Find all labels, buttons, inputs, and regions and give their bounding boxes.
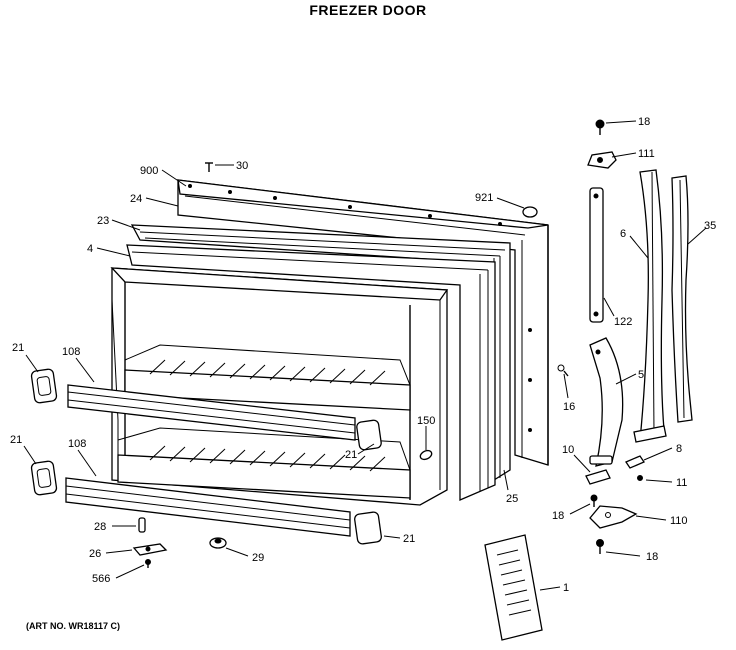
callout-111: 111 xyxy=(638,148,655,160)
door-liner-tub xyxy=(110,267,449,506)
callout-18-top: 18 xyxy=(638,116,650,128)
shelf-end-cap xyxy=(30,368,382,545)
door-liner xyxy=(126,244,496,501)
callout-21-bottom: 21 xyxy=(403,533,415,545)
callout-1: 1 xyxy=(563,582,569,594)
callout-16: 16 xyxy=(563,401,575,413)
callout-30: 30 xyxy=(236,160,248,172)
door-outer-panel xyxy=(177,179,549,466)
callout-11: 11 xyxy=(676,477,687,489)
callout-5: 5 xyxy=(638,369,644,381)
hinge-bracket xyxy=(585,469,611,485)
callout-21-lower-left: 21 xyxy=(10,434,22,446)
instruction-booklet xyxy=(484,534,543,641)
hinge-top xyxy=(587,151,617,169)
hinge-bottom xyxy=(589,505,638,529)
callout-18-middle: 18 xyxy=(552,510,564,522)
callout-108-lower: 108 xyxy=(68,438,86,450)
callout-110: 110 xyxy=(670,515,688,527)
leader-lines xyxy=(23,120,707,591)
handle-trim xyxy=(671,175,693,423)
callout-566: 566 xyxy=(92,573,110,585)
screw xyxy=(590,494,598,507)
callout-6: 6 xyxy=(620,228,626,240)
callout-4: 4 xyxy=(87,243,93,255)
door-bracket xyxy=(589,187,604,323)
screw xyxy=(205,162,213,172)
clip xyxy=(419,449,433,461)
art-number: (ART NO. WR18117 C) xyxy=(26,621,121,631)
shelf-bar-upper xyxy=(67,384,356,441)
callout-108-upper: 108 xyxy=(62,346,80,358)
diagram-title: FREEZER DOOR xyxy=(309,2,427,18)
callout-8: 8 xyxy=(676,443,682,455)
callout-150: 150 xyxy=(417,415,435,427)
pin xyxy=(138,517,146,533)
plug xyxy=(522,206,538,218)
callout-28: 28 xyxy=(94,521,106,533)
screw xyxy=(145,559,151,568)
callout-900: 900 xyxy=(140,165,158,177)
door-handle xyxy=(633,169,667,443)
callout-26: 26 xyxy=(89,548,101,560)
screw xyxy=(596,539,604,554)
callout-29: 29 xyxy=(252,552,264,564)
hinge-pin xyxy=(625,455,645,469)
shelf-bar-lower xyxy=(65,477,351,537)
cap xyxy=(209,537,227,549)
callout-23: 23 xyxy=(97,215,109,227)
handle-lower xyxy=(589,337,624,467)
screw xyxy=(557,364,569,377)
callout-24: 24 xyxy=(130,193,142,205)
screw xyxy=(595,119,605,135)
screw xyxy=(637,475,643,481)
callout-21-middle: 21 xyxy=(345,449,357,461)
callout-122: 122 xyxy=(614,316,632,328)
callout-21-upper-left: 21 xyxy=(12,342,24,354)
callout-35: 35 xyxy=(704,220,716,232)
callout-labels: 900 30 24 23 4 921 18 111 6 35 122 5 16 … xyxy=(10,116,716,594)
hinge-plate xyxy=(132,543,168,556)
callout-25: 25 xyxy=(506,493,518,505)
callout-10: 10 xyxy=(562,444,574,456)
callout-921: 921 xyxy=(475,192,493,204)
callout-18-bottom: 18 xyxy=(646,551,658,563)
